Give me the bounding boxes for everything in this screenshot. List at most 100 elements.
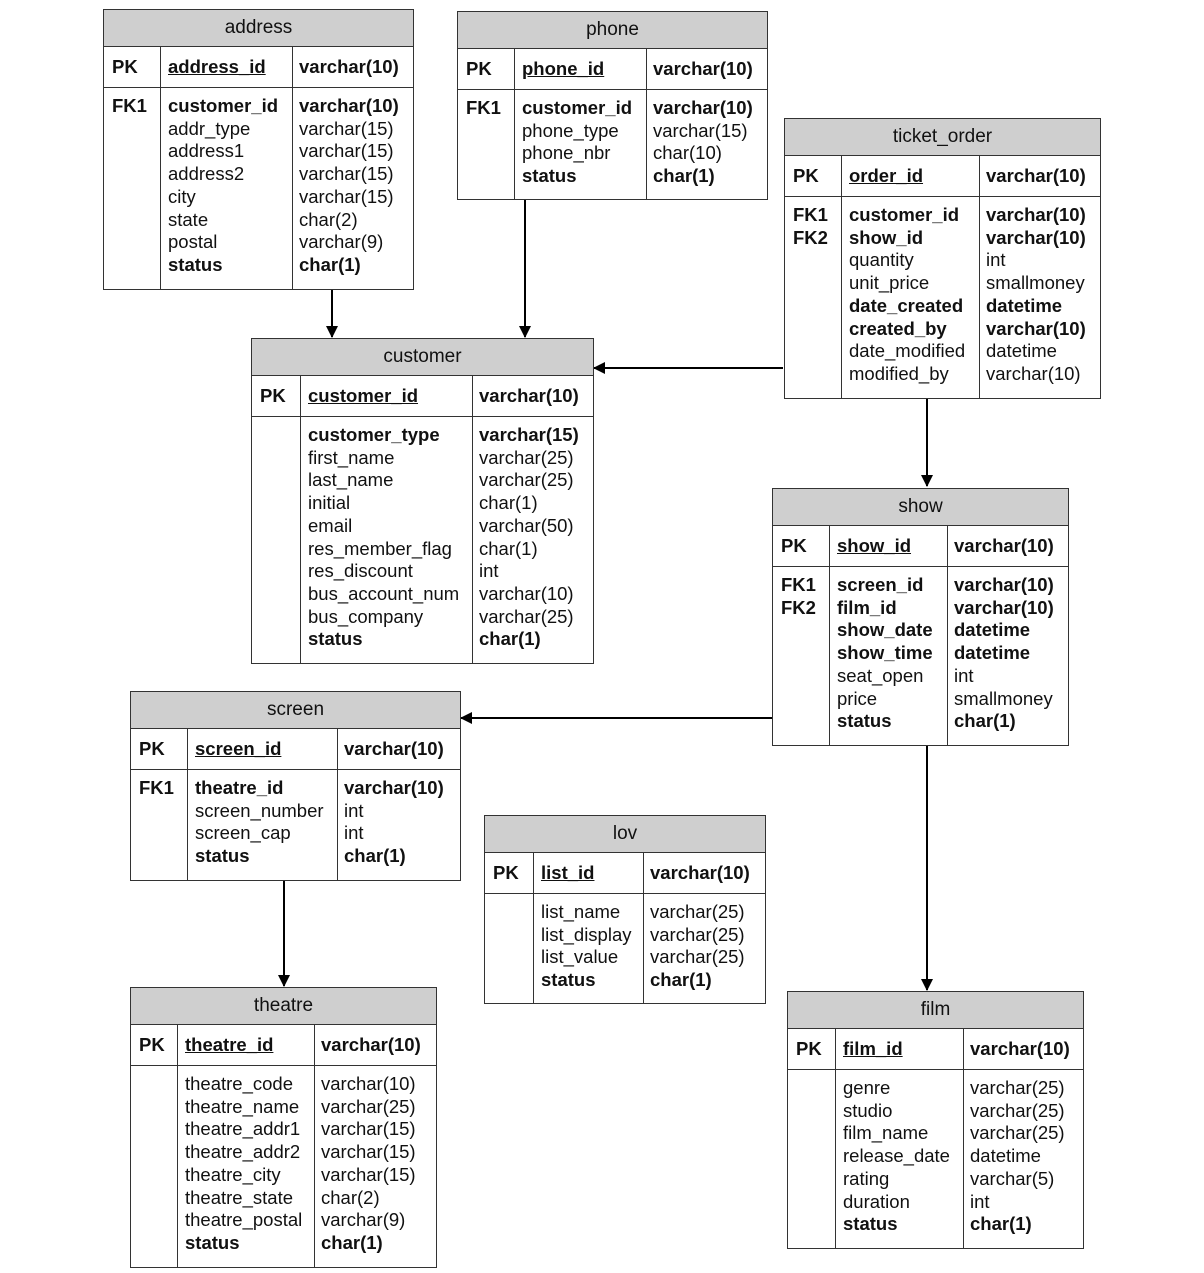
- pk-field-type: varchar(10): [954, 535, 1054, 556]
- field-name: show_date: [837, 619, 933, 641]
- fk-label: FK1: [793, 204, 828, 225]
- field-name: customer_type: [308, 424, 440, 445]
- entity-title: show: [773, 489, 1068, 526]
- field-name: res_discount: [308, 560, 413, 582]
- field-type: char(2): [299, 208, 358, 230]
- field-type: varchar(50): [479, 514, 574, 536]
- field-name: screen_cap: [195, 822, 291, 844]
- field-type: int: [344, 822, 364, 844]
- field-type: varchar(10): [479, 582, 574, 604]
- field-type: datetime: [970, 1145, 1041, 1167]
- field-type: char(1): [479, 492, 538, 514]
- field-type: varchar(15): [479, 424, 579, 445]
- field-type: varchar(10): [344, 777, 444, 798]
- field-name: phone_nbr: [522, 142, 611, 164]
- field-type: datetime: [954, 642, 1031, 664]
- pk-label: PK: [139, 1034, 165, 1055]
- column-divider: [514, 49, 515, 89]
- field-type: varchar(15): [653, 119, 748, 141]
- field-name: addr_type: [168, 117, 251, 139]
- field-name: show_id: [849, 226, 924, 248]
- field-type: varchar(15): [321, 1141, 416, 1163]
- field-name: bus_company: [308, 605, 424, 627]
- field-name: postal: [168, 231, 218, 253]
- field-name: bus_account_num: [308, 582, 460, 604]
- field-type: char(1): [970, 1213, 1032, 1235]
- pk-field-type: varchar(10): [986, 165, 1086, 186]
- column-divider: [533, 894, 534, 1004]
- field-type: varchar(25): [650, 946, 745, 968]
- field-name: screen_number: [195, 799, 324, 821]
- field-type: varchar(25): [970, 1077, 1065, 1098]
- field-name: phone_type: [522, 119, 619, 141]
- field-type: char(1): [479, 628, 541, 650]
- field-type: varchar(9): [299, 231, 384, 253]
- column-divider: [187, 770, 188, 881]
- pk-field-name: phone_id: [522, 58, 605, 79]
- field-name: status: [308, 628, 363, 650]
- field-name: film_id: [837, 596, 897, 618]
- field-name: show_time: [837, 642, 933, 664]
- column-divider: [177, 1025, 178, 1065]
- field-type: char(1): [299, 253, 361, 275]
- column-divider: [292, 47, 293, 87]
- field-type: varchar(10): [986, 226, 1086, 248]
- field-type: char(1): [954, 710, 1016, 732]
- field-name: list_name: [541, 901, 621, 922]
- field-name: theatre_city: [185, 1163, 281, 1185]
- pk-field-name: film_id: [843, 1038, 903, 1059]
- column-divider: [533, 853, 534, 893]
- field-type: varchar(25): [970, 1122, 1065, 1144]
- field-type: varchar(10): [954, 596, 1054, 618]
- field-type: varchar(9): [321, 1209, 406, 1231]
- pk-field-type: varchar(10): [970, 1038, 1070, 1059]
- field-type: varchar(10): [954, 574, 1054, 595]
- column-divider: [835, 1070, 836, 1249]
- column-divider: [472, 376, 473, 416]
- entity-title: film: [788, 992, 1083, 1029]
- field-name: theatre_code: [185, 1073, 294, 1094]
- field-name: release_date: [843, 1145, 950, 1167]
- pk-field-name: show_id: [837, 535, 912, 556]
- field-name: last_name: [308, 469, 394, 491]
- pk-field-type: varchar(10): [344, 738, 444, 759]
- pk-label: PK: [793, 165, 819, 186]
- field-type: varchar(10): [986, 317, 1086, 339]
- column-divider: [314, 1025, 315, 1065]
- field-name: list_value: [541, 946, 619, 968]
- field-name: theatre_postal: [185, 1209, 303, 1231]
- field-name: email: [308, 514, 353, 536]
- field-name: status: [843, 1213, 898, 1235]
- field-type: varchar(25): [650, 923, 745, 945]
- pk-field-type: varchar(10): [479, 385, 579, 406]
- column-divider: [841, 197, 842, 399]
- entity-title: ticket_order: [785, 119, 1100, 156]
- column-divider: [829, 567, 830, 746]
- field-type: varchar(15): [299, 185, 394, 207]
- column-divider: [646, 90, 647, 200]
- pk-field-name: customer_id: [308, 385, 419, 406]
- field-type: smallmoney: [954, 687, 1053, 709]
- field-name: film_name: [843, 1122, 929, 1144]
- field-type: int: [986, 249, 1006, 271]
- column-divider: [829, 526, 830, 566]
- column-divider: [947, 526, 948, 566]
- fk-label: FK2: [793, 226, 828, 248]
- field-name: theatre_state: [185, 1186, 293, 1208]
- column-divider: [643, 894, 644, 1004]
- field-type: datetime: [986, 294, 1063, 316]
- pk-field-name: address_id: [168, 56, 266, 77]
- field-type: char(1): [321, 1231, 383, 1253]
- field-type: varchar(25): [650, 901, 745, 922]
